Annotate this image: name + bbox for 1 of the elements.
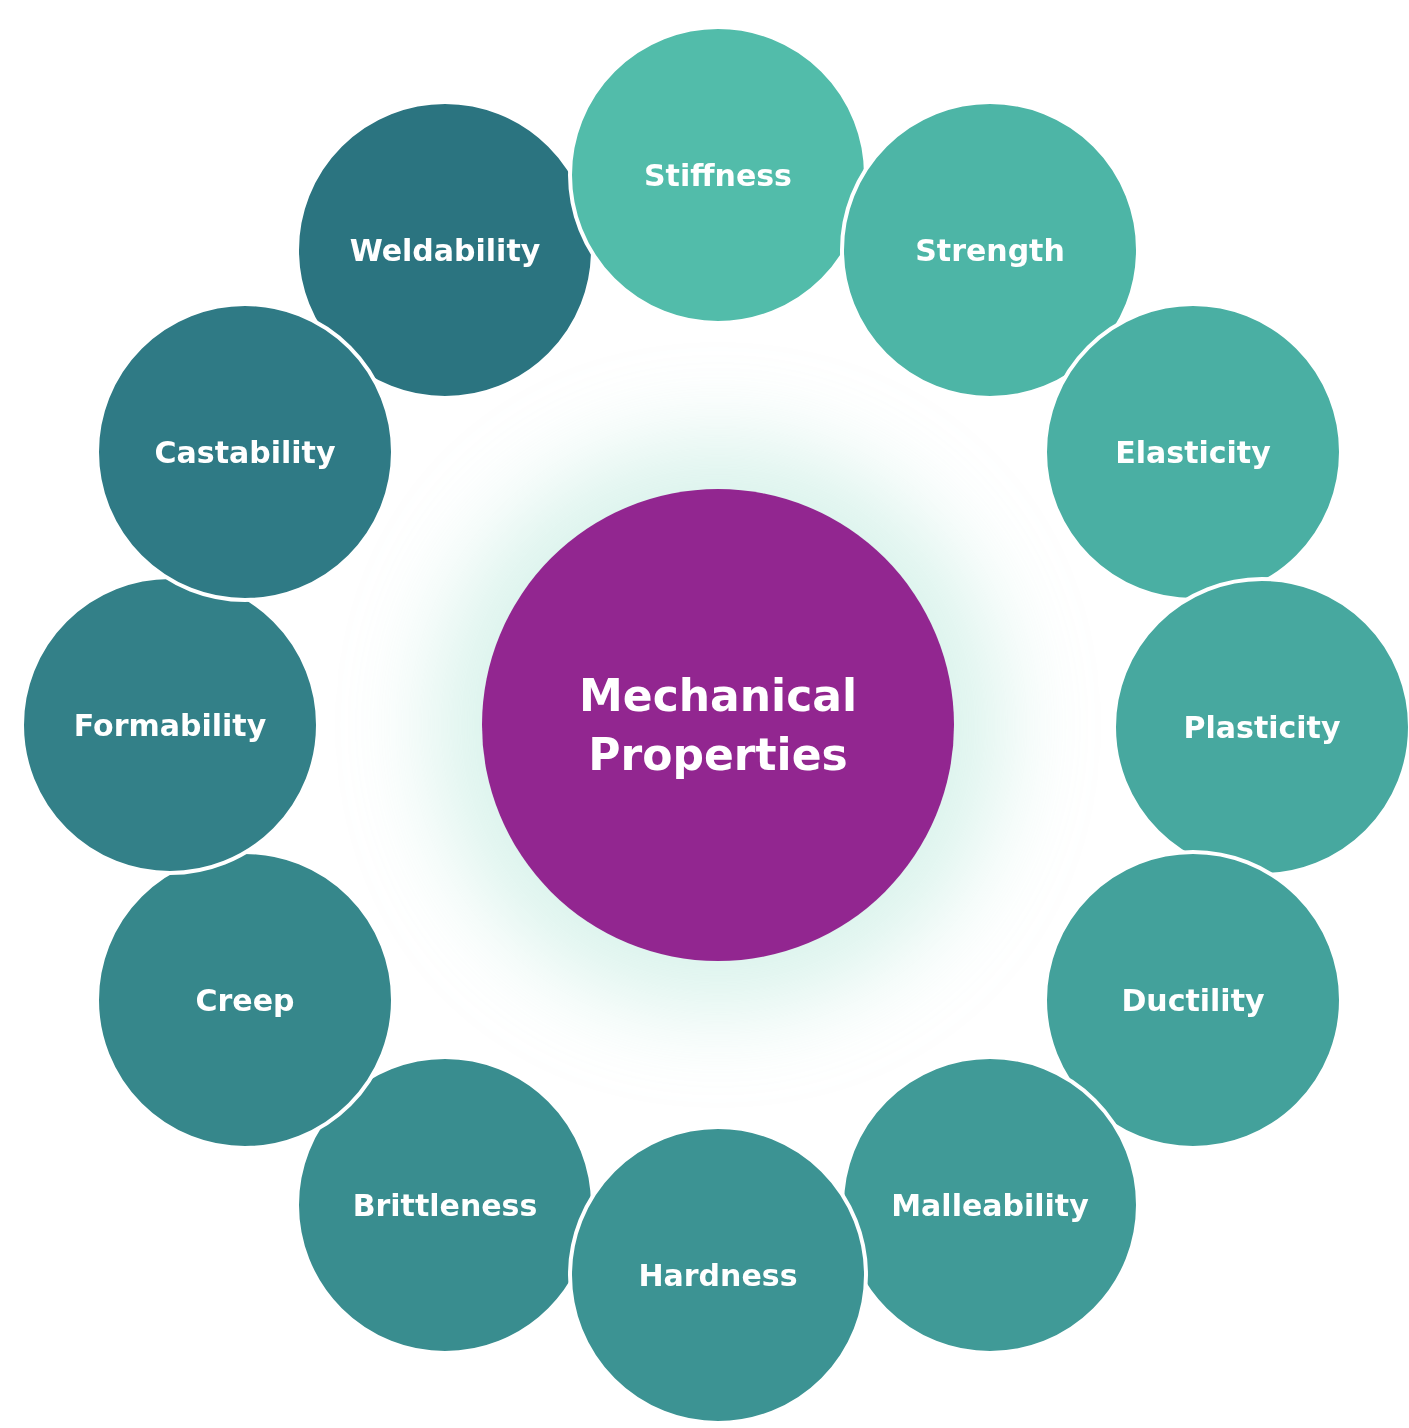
center-circle: Mechanical Properties	[482, 489, 954, 961]
